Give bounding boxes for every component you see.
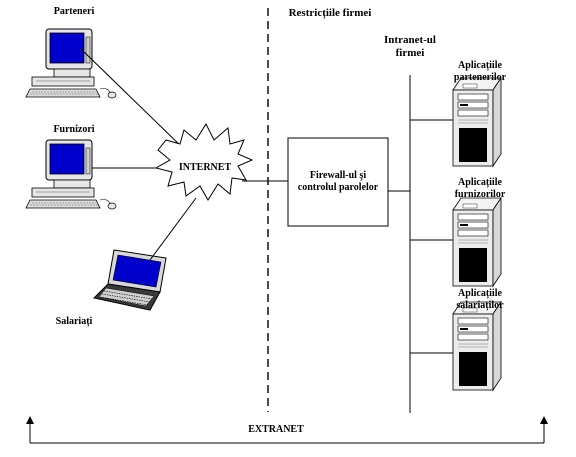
boundary-label: Restricțiile firmei — [288, 7, 372, 19]
partners-computer-icon — [25, 28, 117, 99]
partners-server-icon — [452, 77, 502, 167]
firewall-box — [287, 137, 389, 227]
suppliers-server-icon — [452, 197, 502, 287]
employees-link — [149, 197, 197, 261]
employees-label: Salariați — [55, 316, 93, 327]
server-label-suppliers-line1: Aplicațiile — [458, 177, 502, 188]
internet-cloud-icon — [154, 122, 254, 201]
employees-laptop-icon — [92, 249, 167, 311]
server-label-partners-line1: Aplicațiile — [458, 60, 502, 71]
suppliers-label: Furnizori — [53, 124, 95, 135]
internet-label: INTERNET — [178, 162, 232, 173]
firewall-label-line2: controlul parolelor — [297, 182, 379, 193]
intranet-label-line1: Intranet-ul — [384, 34, 436, 46]
partners-label: Parteneri — [53, 6, 95, 17]
extranet-label: EXTRANET — [248, 424, 304, 435]
suppliers-computer-icon — [25, 139, 117, 210]
server-label-employees-line2: salariaților — [456, 300, 504, 311]
server-label-suppliers-line2: furnizorilor — [454, 189, 506, 200]
server-label-partners-line2: partenerilor — [453, 72, 507, 83]
intranet-label-line2: firmei — [395, 47, 425, 59]
firewall-label-line1: Firewall-ul şi — [309, 170, 367, 181]
server-label-employees-line1: Aplicațiile — [458, 288, 502, 299]
employees-server-icon — [452, 301, 502, 391]
partners-link — [79, 47, 186, 151]
